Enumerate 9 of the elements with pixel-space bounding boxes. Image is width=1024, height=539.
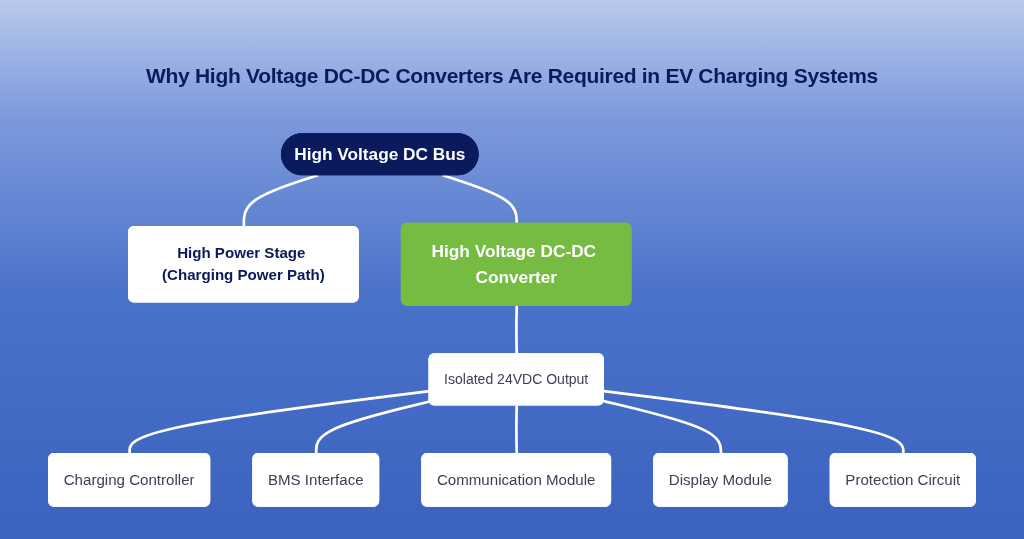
connector <box>603 389 905 454</box>
connector <box>515 405 519 454</box>
connector <box>442 173 519 224</box>
connector <box>128 389 430 454</box>
connector <box>603 399 723 454</box>
connector <box>314 400 431 454</box>
diagram-title: Why High Voltage DC-DC Converters Are Required in EV Charging Systems <box>146 64 878 87</box>
connector <box>242 173 319 228</box>
connector <box>515 305 519 355</box>
